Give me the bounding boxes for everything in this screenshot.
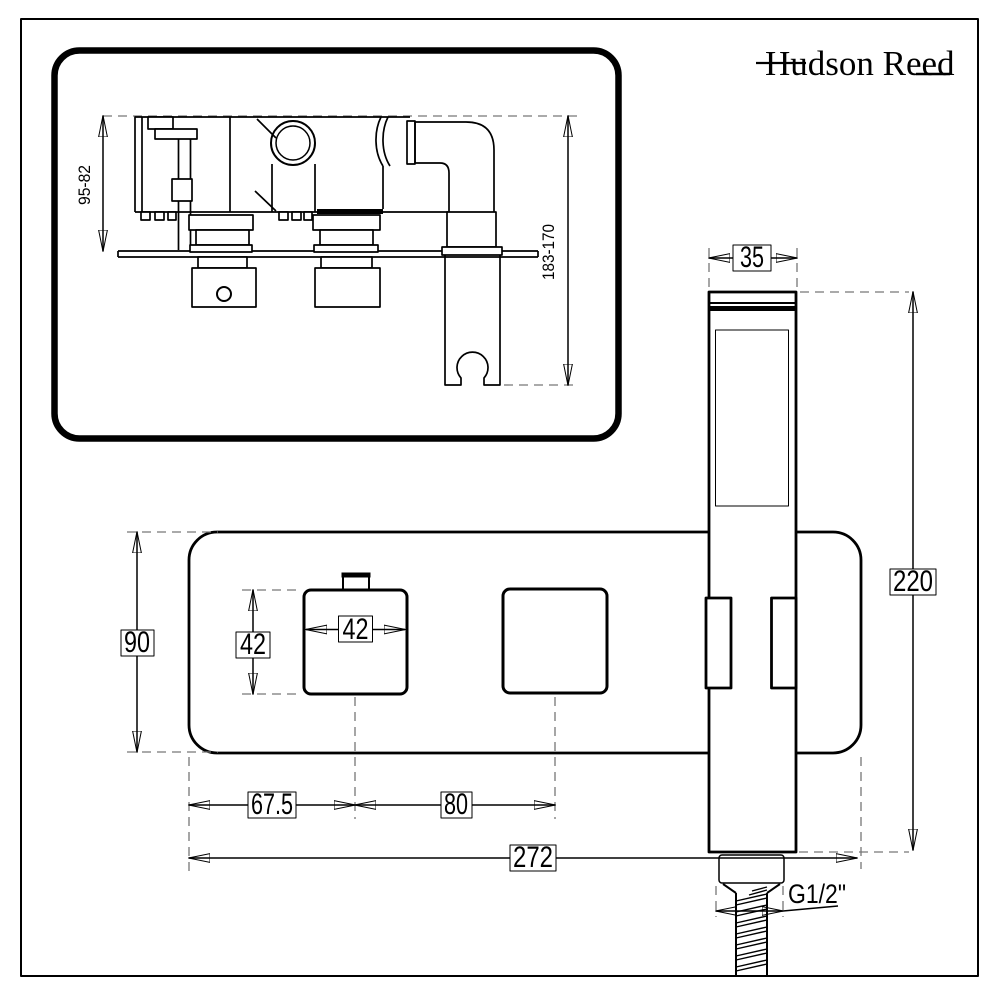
cartridge-left-side xyxy=(188,214,257,308)
dimension-plate-height: 90 xyxy=(120,532,218,752)
dim-label-35: 35 xyxy=(740,241,764,274)
wall-bracket-left-tab xyxy=(704,596,733,690)
inlet-port-circle xyxy=(270,120,316,166)
diverter-control-square xyxy=(501,587,609,695)
dim-label-183-170: 183-170 xyxy=(539,224,558,280)
handset-assembly xyxy=(704,290,798,976)
shower-hose xyxy=(722,883,781,976)
dim-label-42-vertical: 42 xyxy=(240,628,266,661)
dim-label-42-horizontal: 42 xyxy=(343,613,369,646)
dimension-plate-width: 272 xyxy=(189,757,862,874)
dim-label-272: 272 xyxy=(513,841,553,874)
page-border xyxy=(20,18,979,977)
outlet-elbow-side xyxy=(414,121,495,212)
dim-label-95-82: 95-82 xyxy=(75,165,94,205)
dimension-handle-width: 42 xyxy=(306,613,405,646)
handset-body xyxy=(707,290,798,854)
seal-bar xyxy=(317,209,383,214)
dimension-edge-to-first-control: 67.5 xyxy=(189,697,556,873)
dimension-handset-width: 35 xyxy=(709,241,797,289)
dimension-handset-height: 220 xyxy=(799,292,937,853)
dimension-valve-depth: 95-82 xyxy=(75,116,103,251)
mounting-teeth xyxy=(140,211,313,221)
dim-label-67-5: 67.5 xyxy=(251,788,293,821)
handle-indicator-dot xyxy=(216,286,232,302)
faceplate-front-view xyxy=(187,530,863,755)
dim-label-80: 80 xyxy=(444,788,468,821)
elbow-collar xyxy=(446,211,497,248)
hose-thread-connector xyxy=(718,854,785,884)
dimension-hose-thread: G1/2" xyxy=(716,879,846,917)
elbow-coupling xyxy=(406,120,416,165)
cartridge-right-side xyxy=(312,214,381,308)
dimension-outlet-height: 183-170 xyxy=(539,116,568,385)
hudson-reed-logo: Hudson Reed xyxy=(756,44,955,83)
dim-label-g12: G1/2" xyxy=(788,879,846,909)
dim-label-90: 90 xyxy=(124,626,150,659)
inset-installation-view: 95-82 183-170 xyxy=(51,47,622,442)
handset-holder-side xyxy=(444,255,501,386)
valve-body-side xyxy=(117,116,539,386)
handset-nozzles xyxy=(715,329,789,507)
dim-label-220: 220 xyxy=(893,565,933,598)
wall-bracket-right-tab xyxy=(770,596,798,690)
dimension-control-spacing: 80 xyxy=(355,788,555,821)
elbow-flange xyxy=(441,246,503,256)
logo-text: Hudson Reed xyxy=(765,44,955,83)
dimension-handle-height: 42 xyxy=(235,590,302,694)
fixing-screw-side xyxy=(171,178,193,202)
